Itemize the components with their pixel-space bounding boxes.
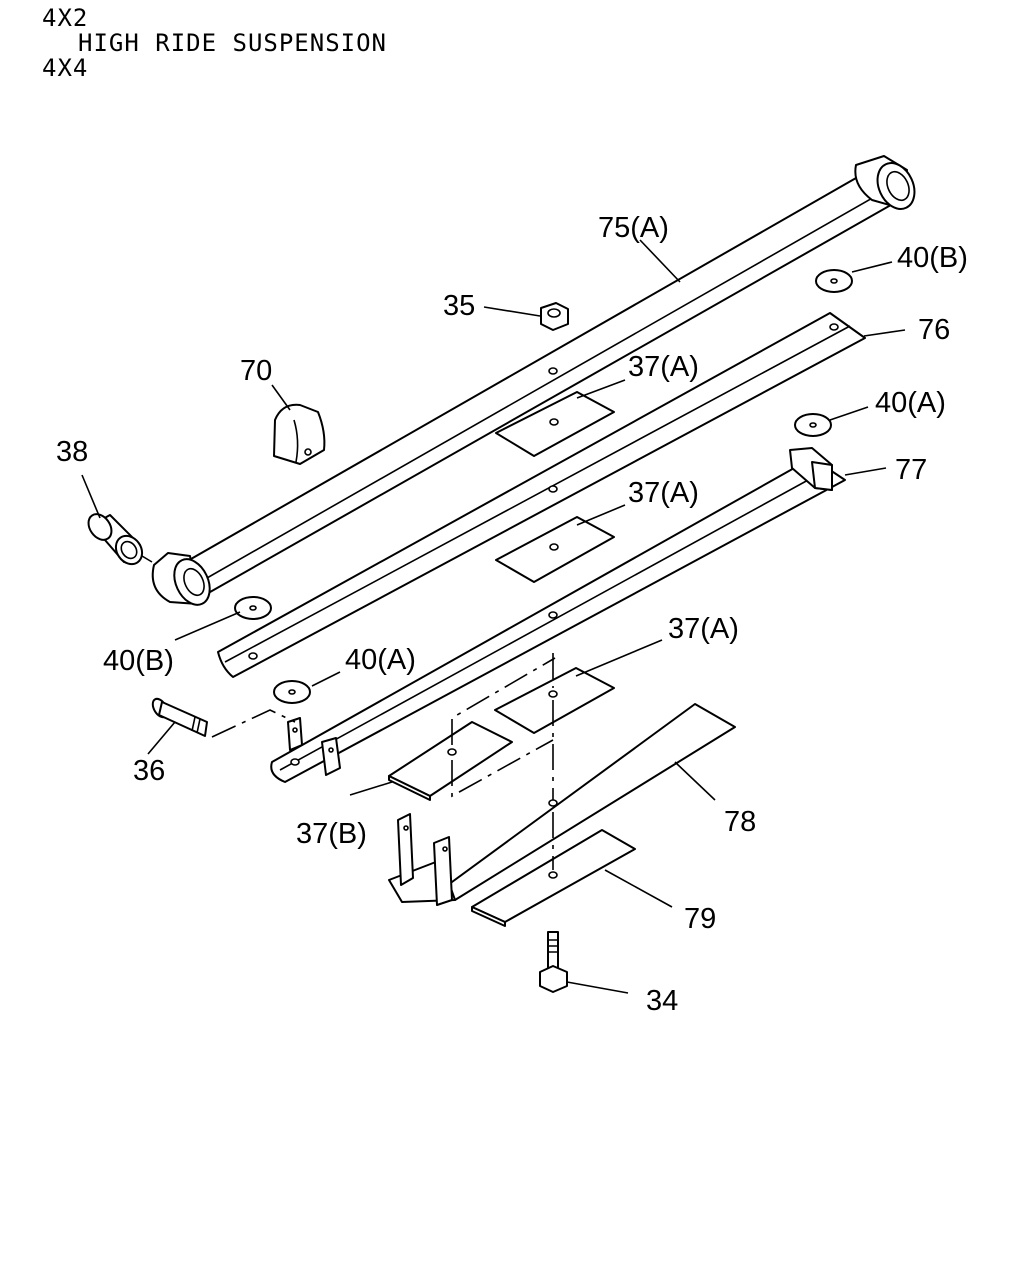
assembly-lines <box>141 555 556 870</box>
callout-40b-top: 40(B) <box>897 242 968 274</box>
callout-40b-bottom: 40(B) <box>103 645 174 677</box>
nut-35 <box>540 302 569 331</box>
callout-79: 79 <box>684 903 716 935</box>
header-line-4x2: 4X2 <box>42 4 89 32</box>
callout-40a-bottom: 40(A) <box>345 644 416 676</box>
plate-79 <box>471 829 636 927</box>
washer-40b-top <box>815 269 853 293</box>
callout-78: 78 <box>724 806 756 838</box>
leaf-eye-front <box>151 552 211 606</box>
callout-labels: 75(A) 40(B) 35 76 70 37(A) 40(A) 38 37(A… <box>56 212 968 1017</box>
pad-37a-2 <box>495 516 615 583</box>
pad-37a-1 <box>495 391 615 457</box>
callout-36: 36 <box>133 755 165 787</box>
bumper-70 <box>273 403 326 465</box>
callout-76: 76 <box>918 314 950 346</box>
callout-75a: 75(A) <box>598 212 669 244</box>
washer-40a-bottom <box>273 680 311 704</box>
callout-37a-2: 37(A) <box>628 477 699 509</box>
callout-34: 34 <box>646 985 678 1017</box>
leaf-76 <box>217 312 866 678</box>
plate-37b <box>388 721 513 801</box>
washer-40a-top <box>794 413 832 437</box>
callout-38: 38 <box>56 436 88 468</box>
washer-40b-bottom <box>234 596 272 620</box>
leaf-eye-rear <box>854 155 916 210</box>
rebound-clip-front <box>287 717 341 776</box>
header-line-4x4: 4X4 <box>42 54 89 82</box>
callout-37a-1: 37(A) <box>628 351 699 383</box>
callout-37b: 37(B) <box>296 818 367 850</box>
header-line-suspension: HIGH RIDE SUSPENSION <box>78 29 387 57</box>
callout-77: 77 <box>895 454 927 486</box>
leaf-77 <box>270 447 846 783</box>
rebound-clip-rear <box>789 447 833 491</box>
callout-35: 35 <box>443 290 475 322</box>
center-bolt-36 <box>151 697 208 737</box>
pad-37a-3 <box>494 667 615 734</box>
spring-seat-78 <box>388 703 736 906</box>
leaf-75a <box>151 155 916 606</box>
callout-37a-3: 37(A) <box>668 613 739 645</box>
callout-70: 70 <box>240 355 272 387</box>
diagram-header: 4X2 HIGH RIDE SUSPENSION 4X4 <box>42 6 387 81</box>
leader-lines <box>81 239 906 994</box>
bushing-38 <box>87 513 144 566</box>
bolt-34 <box>539 931 568 993</box>
callout-40a-top: 40(A) <box>875 387 946 419</box>
